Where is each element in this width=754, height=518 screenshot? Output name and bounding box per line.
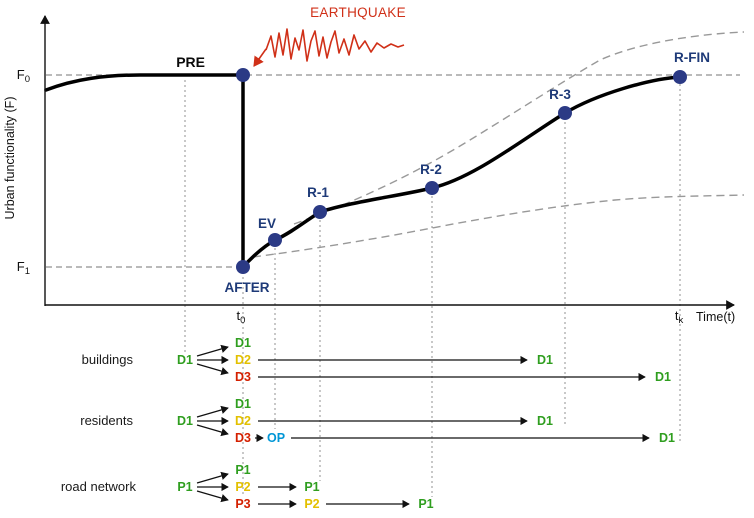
f1-tick-label: F1 bbox=[17, 259, 30, 277]
buildings-branch-arrow-3 bbox=[196, 363, 229, 376]
t0-tick-label: t0 bbox=[237, 308, 246, 326]
f0-tick-label: F0 bbox=[17, 67, 30, 85]
point-after bbox=[236, 260, 250, 274]
buildings-initial-state: D1 bbox=[177, 353, 193, 367]
x-axis-label: Time(t) bbox=[696, 310, 735, 324]
timeline-road-network: road network P1 P1 P2 P3 P1 P2 P1 bbox=[61, 463, 434, 511]
seismogram-trace bbox=[265, 28, 405, 62]
road-network-state-p2: P2 bbox=[235, 480, 250, 494]
point-r1 bbox=[313, 205, 327, 219]
road-network-state-p3: P3 bbox=[235, 497, 250, 511]
buildings-branch-arrow-1 bbox=[196, 344, 229, 357]
road-network-p3-recovered-state: P1 bbox=[418, 497, 433, 511]
reference-lines bbox=[46, 74, 740, 497]
lower-bound-curve bbox=[252, 194, 745, 258]
point-rfin bbox=[673, 70, 687, 84]
label-ev: EV bbox=[258, 216, 276, 231]
buildings-d3-recovered-state: D1 bbox=[655, 370, 671, 384]
road-network-branch-arrow-1 bbox=[196, 471, 229, 484]
road-network-branch-arrow-3 bbox=[196, 490, 229, 503]
residents-d3-recovered-state: D1 bbox=[659, 431, 675, 445]
residents-state-d2: D2 bbox=[235, 414, 251, 428]
buildings-state-d3: D3 bbox=[235, 370, 251, 384]
bound-curves bbox=[252, 31, 745, 258]
buildings-state-d2: D2 bbox=[235, 353, 251, 367]
label-r3: R-3 bbox=[549, 87, 571, 102]
label-rfin: R-FIN bbox=[674, 50, 710, 65]
road-network-row-label: road network bbox=[61, 479, 137, 494]
label-r1: R-1 bbox=[307, 185, 329, 200]
buildings-d2-recovered-state: D1 bbox=[537, 353, 553, 367]
residents-branch-arrow-1 bbox=[196, 405, 229, 418]
earthquake-arrow bbox=[253, 48, 267, 67]
point-r3 bbox=[558, 106, 572, 120]
residents-state-d3: D3 bbox=[235, 431, 251, 445]
residents-branch-arrow-3 bbox=[196, 424, 229, 437]
point-r2 bbox=[425, 181, 439, 195]
residents-row-label: residents bbox=[80, 413, 133, 428]
upper-bound-curve bbox=[293, 31, 745, 225]
y-axis-label: Urban functionality (F) bbox=[3, 97, 17, 220]
tk-tick-label: tk bbox=[675, 308, 684, 326]
recovery-points: PRE AFTER EV R-1 R-2 R-3 R-FIN bbox=[176, 50, 710, 295]
road-network-p2-recovered-state: P1 bbox=[304, 480, 319, 494]
buildings-row-label: buildings bbox=[82, 352, 134, 367]
earthquake-label: EARTHQUAKE bbox=[310, 5, 406, 20]
buildings-state-d1: D1 bbox=[235, 336, 251, 350]
timeline-buildings: buildings D1 D1 D2 D3 D1 D1 bbox=[82, 336, 671, 384]
road-network-state-p1: P1 bbox=[235, 463, 250, 477]
road-network-p3-mid-state: P2 bbox=[304, 497, 319, 511]
label-r2: R-2 bbox=[420, 162, 442, 177]
point-ev bbox=[268, 233, 282, 247]
timeline-residents: residents D1 D1 D2 D3 D1 OP D1 bbox=[80, 397, 675, 445]
road-network-initial-state: P1 bbox=[177, 480, 192, 494]
point-pre bbox=[236, 68, 250, 82]
label-pre: PRE bbox=[176, 54, 205, 70]
functionality-curve bbox=[44, 73, 682, 269]
label-after: AFTER bbox=[225, 280, 270, 295]
residents-initial-state: D1 bbox=[177, 414, 193, 428]
earthquake-annotation: EARTHQUAKE bbox=[253, 5, 406, 67]
residents-op-state: OP bbox=[267, 431, 285, 445]
axes: Urban functionality (F) Time(t) F0 F1 t0… bbox=[3, 15, 735, 326]
residents-d2-recovered-state: D1 bbox=[537, 414, 553, 428]
residents-state-d1: D1 bbox=[235, 397, 251, 411]
